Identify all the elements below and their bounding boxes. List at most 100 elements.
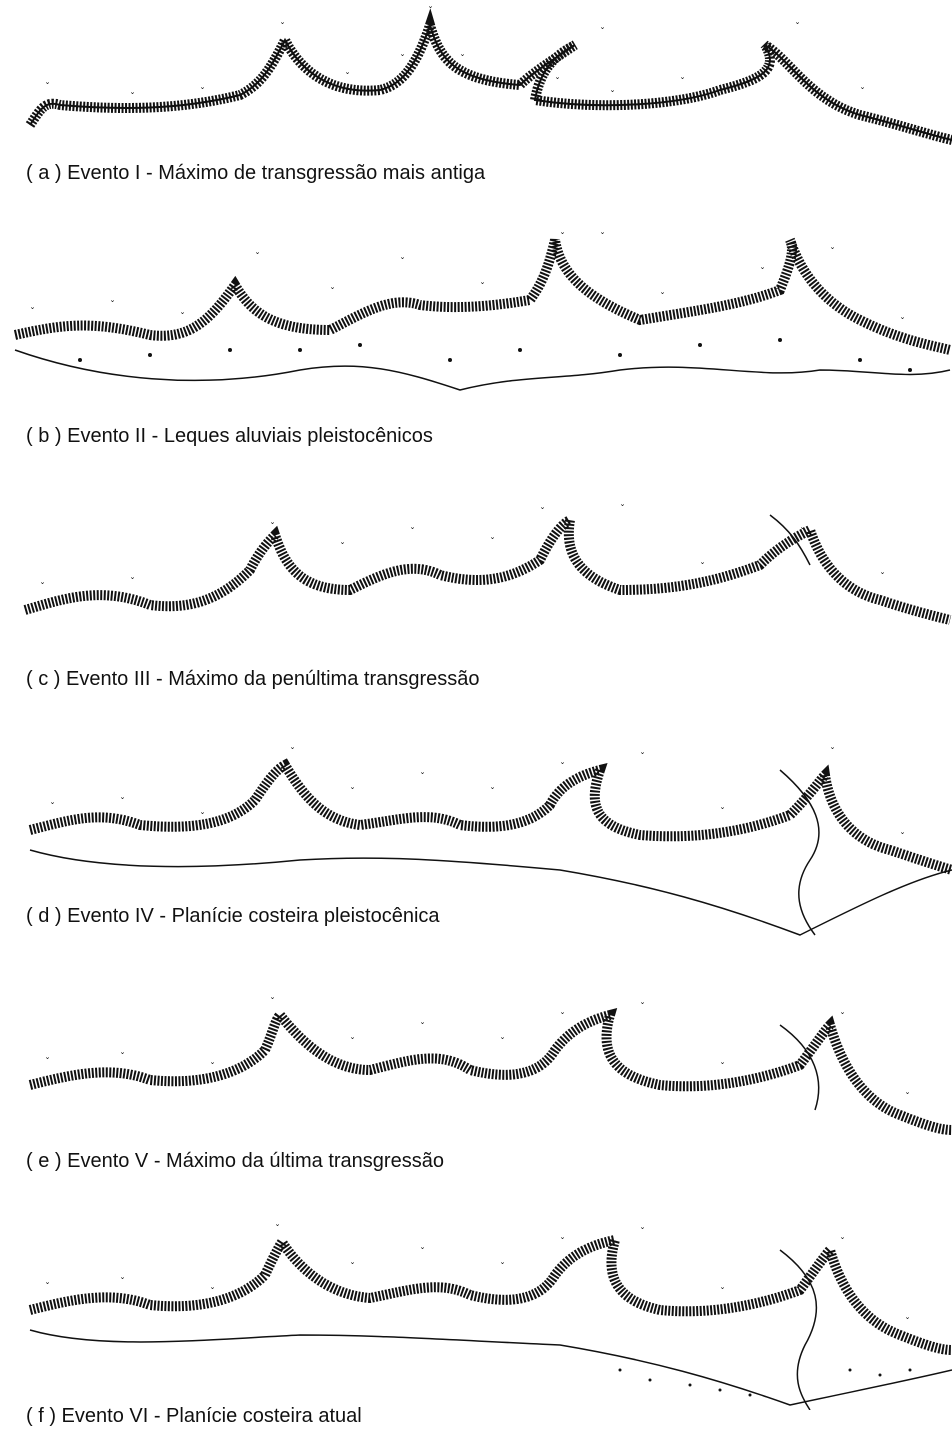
svg-text:ˇ: ˇ bbox=[428, 5, 433, 17]
vegetation-marks-f: ˇ ˇ ˇ ˇ ˇ ˇ ˇ ˇ ˇ ˇ ˇ ˇ bbox=[45, 1223, 910, 1328]
svg-text:ˇ: ˇ bbox=[660, 291, 665, 303]
svg-text:ˇ: ˇ bbox=[410, 526, 415, 538]
svg-text:ˇ: ˇ bbox=[130, 91, 135, 103]
svg-text:ˇ: ˇ bbox=[330, 286, 335, 298]
svg-text:ˇ: ˇ bbox=[120, 1276, 125, 1288]
vegetation-marks-b: ˇˇˇ ˇˇˇ ˇˇˇ ˇˇˇ ˇ bbox=[30, 231, 905, 328]
svg-text:ˇ: ˇ bbox=[420, 1246, 425, 1258]
coastline-b bbox=[15, 240, 950, 350]
svg-text:ˇ: ˇ bbox=[500, 1036, 505, 1048]
coastline-c bbox=[25, 520, 950, 620]
svg-text:ˇ: ˇ bbox=[110, 299, 115, 311]
caption-c: ( c ) Evento III - Máximo da penúltima t… bbox=[26, 668, 480, 691]
svg-text:ˇ: ˇ bbox=[680, 76, 685, 88]
svg-text:ˇ: ˇ bbox=[350, 786, 355, 798]
svg-text:ˇ: ˇ bbox=[280, 21, 285, 33]
svg-text:ˇ: ˇ bbox=[350, 1036, 355, 1048]
svg-text:ˇ: ˇ bbox=[540, 506, 545, 518]
panel-a: ˇ ˇ ˇ ˇ ˇ ˇ ˇ ˇ ˇ ˇ ˇ ˇ ˇ ˇ ˇ ( a ) Evento I - Máx… bbox=[0, 0, 952, 200]
svg-text:ˇ: ˇ bbox=[840, 1011, 845, 1023]
svg-text:ˇ: ˇ bbox=[795, 21, 800, 33]
svg-text:ˇ: ˇ bbox=[500, 1261, 505, 1273]
caption-b: ( b ) Evento II - Leques aluviais pleist… bbox=[26, 425, 433, 448]
svg-text:ˇ: ˇ bbox=[45, 1281, 50, 1293]
svg-text:ˇ: ˇ bbox=[350, 1261, 355, 1273]
panel-f-map: ˇ ˇ ˇ ˇ ˇ ˇ ˇ ˇ ˇ ˇ ˇ ˇ bbox=[0, 1220, 952, 1410]
svg-text:ˇ: ˇ bbox=[560, 231, 565, 243]
panel-a-map: ˇ ˇ ˇ ˇ ˇ ˇ ˇ ˇ ˇ ˇ ˇ ˇ ˇ ˇ ˇ bbox=[0, 0, 952, 150]
svg-text:ˇ: ˇ bbox=[840, 1236, 845, 1248]
coastline-a bbox=[30, 25, 952, 140]
svg-text:ˇ: ˇ bbox=[720, 1061, 725, 1073]
svg-text:ˇ: ˇ bbox=[560, 1236, 565, 1248]
svg-text:ˇ: ˇ bbox=[600, 26, 605, 38]
panel-d: ˇˇˇ ˇˇˇ ˇˇˇ ˇˇˇ ( d ) Evento IV - Planíc… bbox=[0, 740, 952, 950]
river-f bbox=[780, 1250, 816, 1410]
coastline-e bbox=[30, 1015, 952, 1130]
svg-text:ˇ: ˇ bbox=[270, 996, 275, 1008]
svg-text:ˇ: ˇ bbox=[830, 246, 835, 258]
svg-text:ˇ: ˇ bbox=[400, 53, 405, 65]
svg-text:ˇ: ˇ bbox=[210, 1061, 215, 1073]
alluvial-fan-outline-b bbox=[15, 350, 950, 390]
svg-text:ˇ: ˇ bbox=[830, 746, 835, 758]
svg-text:ˇ: ˇ bbox=[340, 541, 345, 553]
svg-text:ˇ: ˇ bbox=[560, 761, 565, 773]
svg-text:ˇ: ˇ bbox=[120, 1051, 125, 1063]
svg-text:ˇ: ˇ bbox=[490, 786, 495, 798]
svg-text:ˇ: ˇ bbox=[460, 53, 465, 65]
svg-text:ˇ: ˇ bbox=[200, 86, 205, 98]
svg-text:ˇ: ˇ bbox=[210, 1286, 215, 1298]
svg-text:ˇ: ˇ bbox=[275, 1223, 280, 1235]
svg-text:ˇ: ˇ bbox=[905, 1316, 910, 1328]
svg-text:ˇ: ˇ bbox=[900, 316, 905, 328]
panel-c-map: ˇˇˇ ˇˇˇ ˇˇˇ ˇˇˇ bbox=[0, 490, 952, 660]
svg-text:ˇ: ˇ bbox=[345, 71, 350, 83]
svg-text:ˇ: ˇ bbox=[640, 1226, 645, 1238]
svg-text:ˇ: ˇ bbox=[290, 746, 295, 758]
svg-text:ˇ: ˇ bbox=[640, 751, 645, 763]
svg-text:ˇ: ˇ bbox=[860, 86, 865, 98]
svg-text:ˇ: ˇ bbox=[760, 266, 765, 278]
panel-b-map: ˇˇˇ ˇˇˇ ˇˇˇ ˇˇˇ ˇ bbox=[0, 220, 952, 410]
svg-text:ˇ: ˇ bbox=[200, 811, 205, 823]
svg-text:ˇ: ˇ bbox=[915, 126, 920, 138]
svg-text:ˇ: ˇ bbox=[130, 576, 135, 588]
svg-text:ˇ: ˇ bbox=[720, 1286, 725, 1298]
vegetation-marks-d: ˇˇˇ ˇˇˇ ˇˇˇ ˇˇˇ bbox=[50, 746, 905, 843]
svg-text:ˇ: ˇ bbox=[640, 1001, 645, 1013]
caption-d: ( d ) Evento IV - Planície costeira plei… bbox=[26, 905, 440, 928]
panel-f: ˇ ˇ ˇ ˇ ˇ ˇ ˇ ˇ ˇ ˇ ˇ ˇ ( f ) Evento VI - Planíc… bbox=[0, 1220, 952, 1439]
svg-text:ˇ: ˇ bbox=[700, 561, 705, 573]
svg-text:ˇ: ˇ bbox=[880, 571, 885, 583]
svg-text:ˇ: ˇ bbox=[555, 76, 560, 88]
svg-text:ˇ: ˇ bbox=[560, 1011, 565, 1023]
svg-text:ˇ: ˇ bbox=[480, 281, 485, 293]
svg-text:ˇ: ˇ bbox=[610, 89, 615, 101]
svg-text:ˇ: ˇ bbox=[490, 536, 495, 548]
svg-text:ˇ: ˇ bbox=[620, 503, 625, 515]
panel-c: ˇˇˇ ˇˇˇ ˇˇˇ ˇˇˇ ( c ) Evento III - Máxim… bbox=[0, 490, 952, 710]
svg-text:ˇ: ˇ bbox=[420, 1021, 425, 1033]
svg-text:ˇ: ˇ bbox=[45, 1056, 50, 1068]
panel-e: ˇ ˇ ˇ ˇ ˇ ˇ ˇ ˇ ˇ ˇ ˇ ˇ ( e ) Evento V - Máximo … bbox=[0, 990, 952, 1190]
svg-text:ˇ: ˇ bbox=[30, 306, 35, 318]
svg-text:ˇ: ˇ bbox=[45, 81, 50, 93]
vegetation-marks-e: ˇ ˇ ˇ ˇ ˇ ˇ ˇ ˇ ˇ ˇ ˇ ˇ bbox=[45, 996, 910, 1103]
svg-text:ˇ: ˇ bbox=[400, 256, 405, 268]
svg-text:ˇ: ˇ bbox=[900, 831, 905, 843]
coastal-plain-outline-f bbox=[30, 1330, 952, 1405]
svg-text:ˇ: ˇ bbox=[120, 796, 125, 808]
coastline-f bbox=[30, 1240, 952, 1350]
panel-b: ˇˇˇ ˇˇˇ ˇˇˇ ˇˇˇ ˇ ( b ) Evento II - Lequ… bbox=[0, 220, 952, 460]
svg-text:ˇ: ˇ bbox=[905, 1091, 910, 1103]
caption-f: ( f ) Evento VI - Planície costeira atua… bbox=[26, 1405, 362, 1428]
caption-e: ( e ) Evento V - Máximo da última transg… bbox=[26, 1150, 444, 1173]
svg-text:ˇ: ˇ bbox=[420, 771, 425, 783]
svg-text:ˇ: ˇ bbox=[255, 251, 260, 263]
sediment-dots-f bbox=[619, 1369, 912, 1397]
svg-text:ˇ: ˇ bbox=[40, 581, 45, 593]
svg-text:ˇ: ˇ bbox=[600, 231, 605, 243]
caption-a: ( a ) Evento I - Máximo de transgressão … bbox=[26, 162, 485, 185]
sediment-dots-b bbox=[78, 338, 912, 372]
